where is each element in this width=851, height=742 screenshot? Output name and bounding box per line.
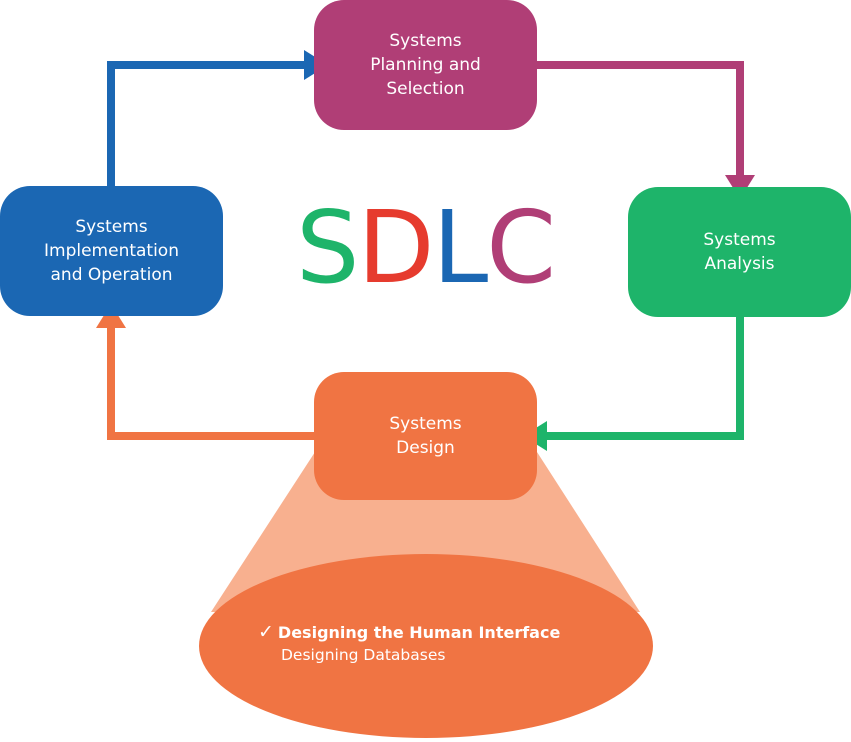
phase-box-implementation: Systems Implementation and Operation [0, 186, 223, 316]
arrow-planning-to-analysis [537, 61, 755, 199]
phase-label-planning: Systems Planning and Selection [370, 31, 481, 99]
focus-item-human-interface-label: Designing the Human Interface [277, 623, 561, 642]
focus-ellipse [199, 554, 653, 738]
phase-box-analysis: Systems Analysis [628, 187, 851, 317]
sdlc-title: SDLC [296, 188, 556, 308]
phase-label-design: Systems Design [389, 414, 462, 458]
phase-box-planning: Systems Planning and Selection [314, 0, 537, 130]
sdlc-letter-l: L [432, 189, 489, 306]
focus-item-human-interface: ✓Designing the Human Interface [258, 621, 638, 644]
arrow-implementation-to-planning [107, 50, 328, 186]
focus-list: ✓Designing the Human Interface Designing… [258, 621, 638, 666]
focus-item-databases: Designing Databases [281, 646, 446, 664]
arrow-design-to-implementation [96, 304, 314, 440]
sdlc-letter-d: D [357, 189, 434, 306]
phase-label-implementation: Systems Implementation and Operation [44, 217, 179, 285]
sdlc-letter-s: S [296, 189, 360, 306]
sdlc-letter-c: C [486, 189, 556, 306]
phase-label-analysis: Systems Analysis [703, 230, 776, 274]
phase-box-design: Systems Design [314, 372, 537, 500]
checkmark-icon: ✓ [258, 621, 274, 643]
arrow-analysis-to-design [523, 317, 744, 451]
